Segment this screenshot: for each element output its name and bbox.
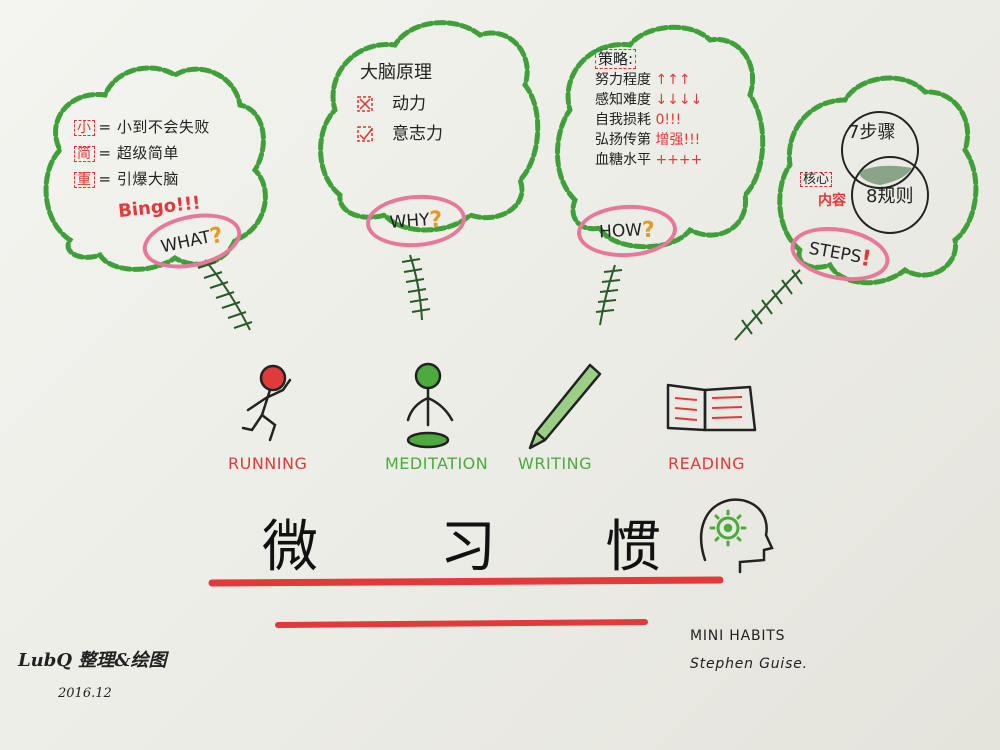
reading-book (666, 383, 757, 432)
steps-circle-7 (841, 111, 919, 189)
author-date: 2016.12 (58, 686, 112, 701)
what-line-2: 简= 超级简单 (74, 146, 254, 162)
how-row-5: 血糖水平 ++++ (595, 152, 703, 168)
writing-pencil (528, 363, 602, 450)
steps-core-box: 核心 (800, 172, 833, 187)
author-signature: LubQ 整理&绘图 (18, 650, 167, 671)
steps-circle-b-label: 8规则 (866, 186, 914, 207)
steps-circle-8 (851, 156, 929, 234)
what-line-1: 小= 小到不会失败 (74, 120, 254, 136)
book-author: Stephen Guise. (690, 656, 808, 672)
meditation-figure (406, 362, 454, 449)
title-char-3: 惯 (605, 515, 661, 580)
red-underline-top (208, 576, 724, 587)
activity-writing: WRITING (518, 454, 593, 473)
activity-meditation: MEDITATION (385, 454, 489, 473)
how-row-2: 感知难度 ↓↓↓↓ (595, 92, 703, 108)
why-item-1: 动力 (392, 94, 426, 114)
how-row-4: 弘扬传第 增强!!! (595, 132, 701, 148)
head-gear-icon (700, 498, 774, 574)
why-checkboxes (357, 96, 373, 142)
what-thought-cloud (43, 65, 268, 272)
activity-running: RUNNING (228, 454, 308, 473)
what-tag-3: 重 (74, 172, 95, 188)
steps-overlap-hatch (858, 165, 912, 185)
why-stem (401, 254, 431, 321)
book-title: MINI HABITS (690, 628, 786, 644)
how-title: 策略: (595, 49, 745, 69)
what-tag-1: 小 (74, 120, 95, 136)
steps-stem (734, 269, 803, 341)
steps-circle-a-label: 7步骤 (848, 122, 896, 143)
what-stem (197, 259, 253, 331)
how-row-3: 自我损耗 0!!! (595, 112, 682, 128)
steps-core-text: 内容 (818, 193, 846, 209)
how-bubble-content: 策略: 努力程度 ↑↑↑ 感知难度 ↓↓↓↓ 自我损耗 0!!! 弘扬传第 增强… (595, 49, 745, 168)
what-tag-2: 简 (74, 146, 95, 162)
title-char-2: 习 (440, 515, 496, 580)
why-thought-cloud (318, 20, 541, 233)
why-title: 大脑原理 (360, 62, 432, 83)
how-row-1: 努力程度 ↑↑↑ (595, 72, 691, 88)
steps-thought-cloud (777, 75, 979, 286)
running-figure (241, 364, 292, 442)
what-bubble-content: 小= 小到不会失败 简= 超级简单 重= 引爆大脑 Bingo!!! (74, 120, 254, 222)
why-item-2: 意志力 (392, 124, 443, 144)
what-line-3: 重= 引爆大脑 (74, 172, 254, 188)
red-underline-bottom (275, 619, 648, 628)
title-char-1: 微 (262, 515, 318, 580)
activity-reading: READING (668, 454, 746, 473)
how-thought-cloud (555, 24, 766, 250)
how-stem (595, 264, 623, 326)
